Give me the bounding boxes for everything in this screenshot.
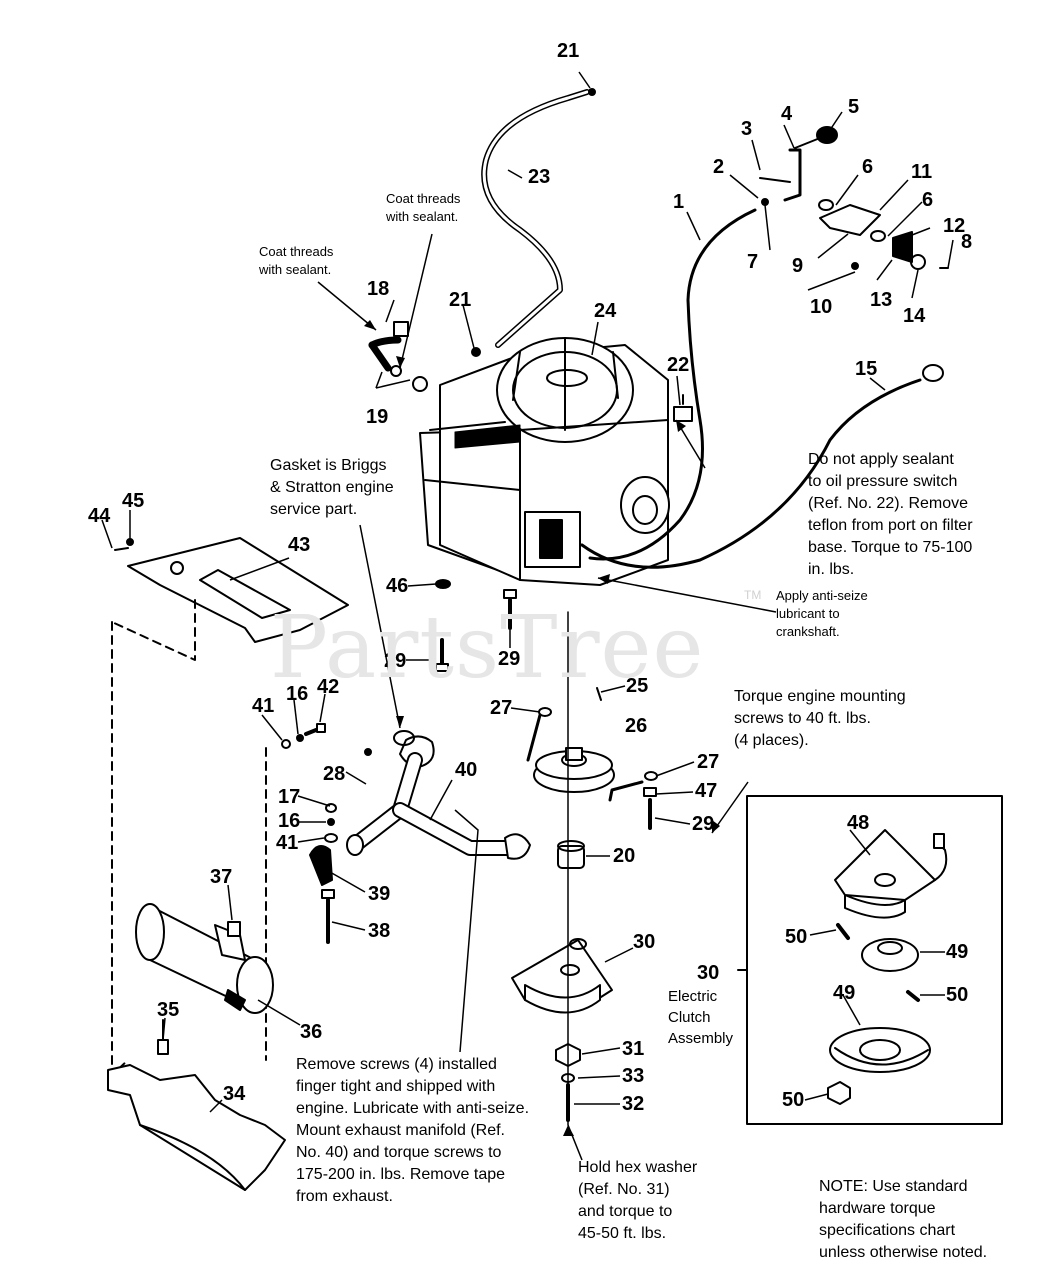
- bracket-part-39[interactable]: [309, 845, 335, 944]
- callout-40: 40: [455, 759, 477, 781]
- note-anti-seize: Apply anti-seize lubricant to crankshaft…: [776, 588, 868, 639]
- callout-4: 4: [781, 103, 793, 125]
- callout-34: 34: [223, 1083, 246, 1105]
- note-gasket: Gasket is Briggs & Stratton engine servi…: [270, 457, 394, 518]
- callout-27: 27: [490, 697, 512, 719]
- callout-48: 48: [847, 812, 869, 834]
- callout-38: 38: [368, 920, 390, 942]
- callout-18: 18: [367, 278, 389, 300]
- note-torque-engine-mount: Torque engine mounting screws to 40 ft. …: [734, 688, 906, 749]
- callout-3: 3: [741, 118, 752, 140]
- callout-30: 30: [697, 962, 719, 984]
- electric-clutch-part-30[interactable]: [511, 938, 613, 1122]
- callout-8: 8: [961, 231, 972, 253]
- note-coat-threads-upper: Coat threads with sealant.: [386, 191, 461, 224]
- callout-11: 11: [911, 161, 932, 183]
- callout-49: 49: [946, 941, 968, 963]
- callout-49: 49: [833, 982, 855, 1004]
- callout-41: 41: [252, 695, 274, 717]
- callout-50: 50: [782, 1089, 804, 1111]
- pulley-part-26[interactable]: [526, 687, 658, 802]
- callout-13: 13: [870, 289, 892, 311]
- callout-42: 42: [317, 676, 339, 698]
- fitting-parts-18-19[interactable]: [368, 321, 481, 392]
- callout-25: 25: [626, 675, 648, 697]
- trademark-mark: TM: [744, 588, 762, 602]
- throttle-cable-part-23[interactable]: [472, 88, 596, 356]
- callout-16: 16: [286, 683, 308, 705]
- oil-pressure-switch-part-22[interactable]: [673, 394, 693, 422]
- callout-26: 26: [625, 715, 647, 737]
- callout-50: 50: [946, 984, 968, 1006]
- callout-29: 29: [692, 813, 714, 835]
- muffler-part-36[interactable]: [135, 903, 274, 1014]
- callout-1: 1: [673, 191, 684, 213]
- callout-20: 20: [613, 845, 635, 867]
- callout-32: 32: [622, 1093, 644, 1115]
- callout-50: 50: [785, 926, 807, 948]
- callout-10: 10: [810, 296, 832, 318]
- callout-47: 47: [695, 780, 717, 802]
- note-oil-pressure-switch: Do not apply sealant to oil pressure swi…: [808, 451, 973, 578]
- callout-46: 46: [386, 575, 408, 597]
- callout-33: 33: [622, 1065, 644, 1087]
- mounting-bolts[interactable]: [435, 579, 657, 830]
- callout-30: 30: [633, 931, 655, 953]
- callout-17: 17: [278, 786, 300, 808]
- callout-6: 6: [922, 189, 933, 211]
- callout-29: 29: [498, 648, 520, 670]
- callout-9: 9: [792, 255, 803, 277]
- callout-6: 6: [862, 156, 873, 178]
- callout-24: 24: [594, 300, 617, 322]
- note-coat-threads-lower: Coat threads with sealant.: [259, 244, 334, 277]
- callout-29: 29: [384, 650, 406, 672]
- callout-22: 22: [667, 354, 689, 376]
- callout-44: 44: [88, 505, 111, 527]
- callout-37: 37: [210, 866, 232, 888]
- callout-23: 23: [528, 166, 550, 188]
- callout-12: 12: [943, 215, 965, 237]
- note-hold-hex-washer: Hold hex washer (Ref. No. 31) and torque…: [578, 1159, 698, 1242]
- callout-21: 21: [449, 289, 471, 311]
- engine-part-24[interactable]: [419, 337, 670, 586]
- arrowheads: [364, 320, 720, 1136]
- callout-15: 15: [855, 358, 877, 380]
- spacer-part-20[interactable]: [557, 840, 585, 869]
- callout-45: 45: [122, 490, 144, 512]
- callout-41: 41: [276, 832, 298, 854]
- callout-2: 2: [713, 156, 724, 178]
- callout-43: 43: [288, 534, 310, 556]
- callout-7: 7: [747, 251, 758, 273]
- callout-35: 35: [157, 999, 179, 1021]
- callout-numbers: 21 23 18 19 21 24 22 15 1 2 3 4 5 6 6 7 …: [88, 40, 972, 1115]
- cable-part-15[interactable]: [580, 364, 944, 569]
- callout-16: 16: [278, 810, 300, 832]
- exhaust-manifold-part-40[interactable]: [346, 730, 531, 860]
- callout-28: 28: [323, 763, 345, 785]
- callout-31: 31: [622, 1038, 644, 1060]
- callout-27: 27: [697, 751, 719, 773]
- cable-part-1[interactable]: [588, 208, 757, 561]
- partstree-watermark: PartsTree: [270, 598, 705, 698]
- note-electric-clutch-assembly: Electric Clutch Assembly: [668, 988, 734, 1047]
- throttle-control-hardware[interactable]: [759, 126, 949, 270]
- engine-plate-part-43[interactable]: [111, 537, 349, 1076]
- callout-5: 5: [848, 96, 859, 118]
- callout-14: 14: [903, 305, 926, 327]
- callout-21: 21: [557, 40, 579, 62]
- note-remove-screws: Remove screws (4) installed finger tight…: [296, 1056, 530, 1205]
- note-standard-torque: NOTE: Use standard hardware torque speci…: [819, 1178, 988, 1261]
- callout-36: 36: [300, 1021, 322, 1043]
- callout-39: 39: [368, 883, 390, 905]
- callout-19: 19: [366, 406, 388, 428]
- clutch-assembly-box: [737, 795, 1003, 1125]
- heat-shield-part-34[interactable]: [107, 1019, 286, 1191]
